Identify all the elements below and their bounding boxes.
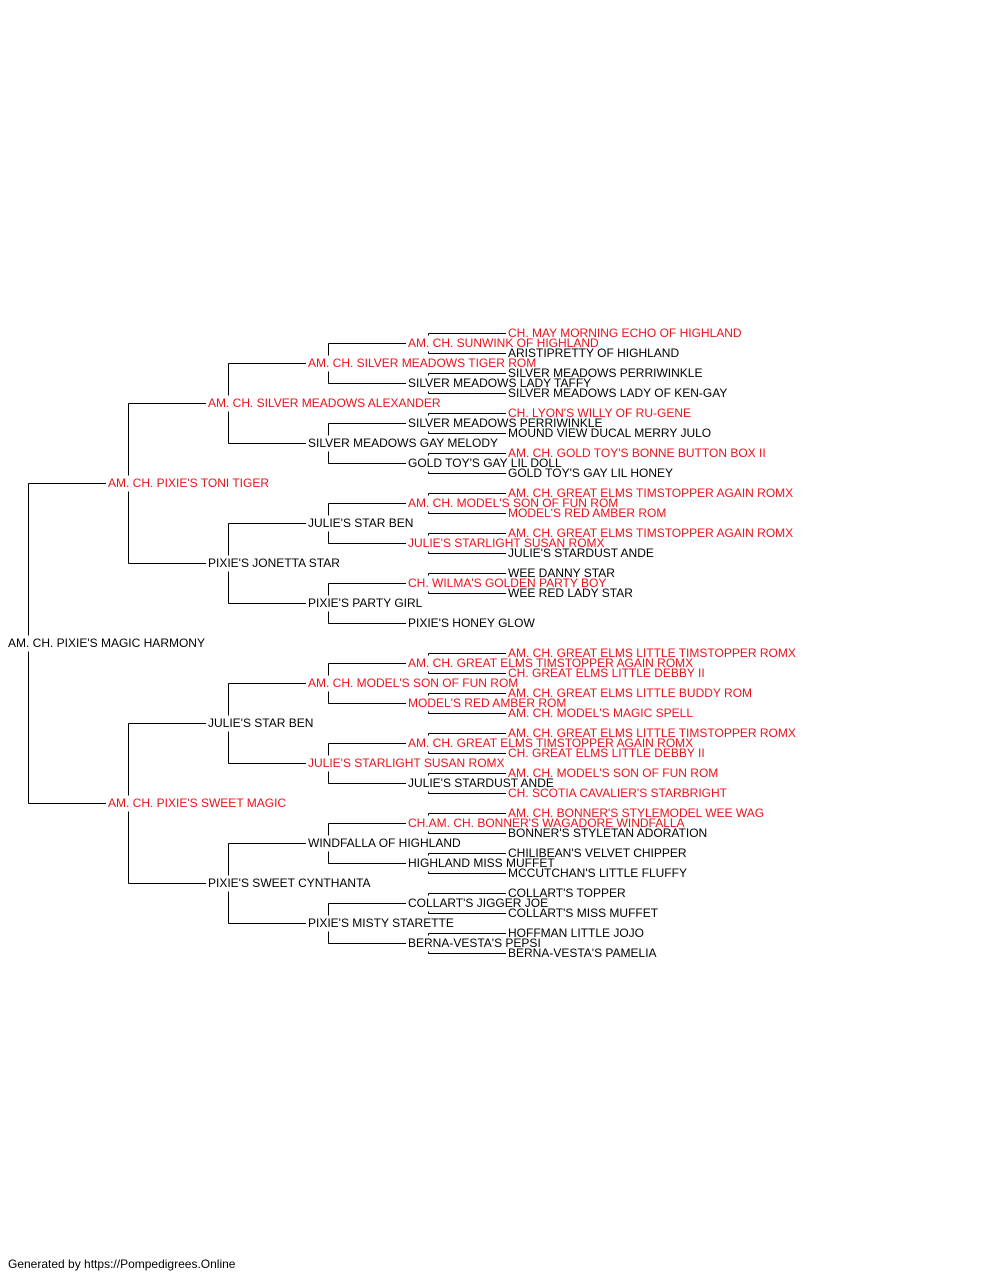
pedigree-name-subject-dam-dam-dam-sire: COLLART'S JIGGER JOE <box>408 896 549 910</box>
pedigree-name-subject-dam-dam-dam-sire-dam: COLLART'S MISS MUFFET <box>508 906 659 920</box>
pedigree-name-subject-dam-dam-sire-sire-dam: BONNER'S STYLETAN ADORATION <box>508 826 708 840</box>
pedigree-name-subject-sire-dam-sire-dam: JULIE'S STARLIGHT SUSAN ROMX <box>408 536 605 550</box>
pedigree-name-subject-dam-dam-sire: WINDFALLA OF HIGHLAND <box>308 836 461 850</box>
pedigree-name-subject-dam-sire-sire-dam: MODEL'S RED AMBER ROM <box>408 696 567 710</box>
pedigree-name-subject-sire-dam-dam-sire: CH. WILMA'S GOLDEN PARTY BOY <box>408 576 607 590</box>
pedigree-name-subject-dam-sire-dam-sire: AM. CH. GREAT ELMS TIMSTOPPER AGAIN ROMX <box>408 736 694 750</box>
pedigree-name-subject-sire-dam-dam-dam: PIXIE'S HONEY GLOW <box>408 616 535 630</box>
pedigree-name-subject-dam-dam-dam-dam: BERNA-VESTA'S PEPSI <box>408 936 541 950</box>
pedigree-name-subject-sire-sire-dam: SILVER MEADOWS GAY MELODY <box>308 436 499 450</box>
pedigree-name-subject-sire-dam-dam: PIXIE'S PARTY GIRL <box>308 596 423 610</box>
pedigree-name-subject-sire-sire-dam-dam-sire: AM. CH. GOLD TOY'S BONNE BUTTON BOX II <box>508 446 766 460</box>
pedigree-name-subject-sire-sire-sire-dam-dam: SILVER MEADOWS LADY OF KEN-GAY <box>508 386 728 400</box>
pedigree-name-subject-dam-dam-sire-dam-dam: MCCUTCHAN'S LITTLE FLUFFY <box>508 866 687 880</box>
pedigree-name-subject-sire: AM. CH. PIXIE'S TONI TIGER <box>108 476 269 490</box>
pedigree-name-subject-dam-sire-dam-sire-dam: CH. GREAT ELMS LITTLE DEBBY II <box>508 746 705 760</box>
pedigree-name-subject-sire-sire-dam-sire: SILVER MEADOWS PERRIWINKLE <box>408 416 603 430</box>
pedigree-name-subject-dam-sire-sire-sire-dam: CH. GREAT ELMS LITTLE DEBBY II <box>508 666 705 680</box>
pedigree-name-subject-sire-dam-sire-sire-dam: MODEL'S RED AMBER ROM <box>508 506 667 520</box>
pedigree-name-subject-dam-sire-sire-dam-dam: AM. CH. MODEL'S MAGIC SPELL <box>508 706 693 720</box>
pedigree-name-subject-sire-sire-sire-sire-sire: CH. MAY MORNING ECHO OF HIGHLAND <box>508 326 742 340</box>
pedigree-name-subject-dam-dam-dam-dam-dam: BERNA-VESTA'S PAMELIA <box>508 946 657 960</box>
pedigree-name-subject-sire-dam-sire-sire-sire: AM. CH. GREAT ELMS TIMSTOPPER AGAIN ROMX <box>508 486 794 500</box>
pedigree-name-subject-sire-sire-sire: AM. CH. SILVER MEADOWS TIGER ROM <box>308 356 537 370</box>
pedigree-name-subject-dam-sire: JULIE'S STAR BEN <box>208 716 314 730</box>
pedigree-name-subject-sire-sire-dam-sire-dam: MOUND VIEW DUCAL MERRY JULO <box>508 426 712 440</box>
pedigree-name-subject-dam-dam-dam-dam-sire: HOFFMAN LITTLE JOJO <box>508 926 645 940</box>
pedigree-name-subject-dam-dam-sire-dam: HIGHLAND MISS MUFFET <box>408 856 555 870</box>
pedigree-name-subject-dam-dam-sire-sire: CH.AM. CH. BONNER'S WAGADORE WINDFALLA <box>408 816 685 830</box>
pedigree-name-subject-dam-sire-sire-dam-sire: AM. CH. GREAT ELMS LITTLE BUDDY ROM <box>508 686 753 700</box>
pedigree-name-subject-dam-sire-sire-sire-sire: AM. CH. GREAT ELMS LITTLE TIMSTOPPER ROM… <box>508 646 796 660</box>
pedigree-name-subject-dam-sire-dam-dam-sire: AM. CH. MODEL'S SON OF FUN ROM <box>508 766 719 780</box>
pedigree-name-subject-sire-sire-sire-dam: SILVER MEADOWS LADY TAFFY <box>408 376 592 390</box>
pedigree-name-subject-sire-sire-dam-dam-dam: GOLD TOY'S GAY LIL HONEY <box>508 466 674 480</box>
pedigree-name-subject-dam-sire-sire-sire: AM. CH. GREAT ELMS TIMSTOPPER AGAIN ROMX <box>408 656 694 670</box>
pedigree-name-subject-sire-sire-sire-sire: AM. CH. SUNWINK OF HIGHLAND <box>408 336 599 350</box>
pedigree-name-subject: AM. CH. PIXIE'S MAGIC HARMONY <box>8 636 205 650</box>
pedigree-name-subject-sire-sire-sire-sire-dam: ARISTIPRETTY OF HIGHLAND <box>508 346 680 360</box>
pedigree-name-subject-sire-dam-sire-dam-dam: JULIE'S STARDUST ANDE <box>508 546 654 560</box>
pedigree-name-subject-sire-dam-dam-sire-dam: WEE RED LADY STAR <box>508 586 633 600</box>
footer-credit: Generated by https://Pompedigrees.Online <box>8 1257 236 1271</box>
pedigree-name-subject-sire-sire-sire-dam-sire: SILVER MEADOWS PERRIWINKLE <box>508 366 703 380</box>
pedigree-name-subject-dam-dam-sire-dam-sire: CHILIBEAN'S VELVET CHIPPER <box>508 846 687 860</box>
pedigree-name-subject-dam-sire-sire: AM. CH. MODEL'S SON OF FUN ROM <box>308 676 519 690</box>
pedigree-name-subject-sire-sire-dam-dam: GOLD TOY'S GAY LIL DOLL <box>408 456 562 470</box>
pedigree-name-subject-sire-dam-sire-sire: AM. CH. MODEL'S SON OF FUN ROM <box>408 496 619 510</box>
pedigree-name-subject-dam: AM. CH. PIXIE'S SWEET MAGIC <box>108 796 287 810</box>
pedigree-name-subject-dam-dam-dam: PIXIE'S MISTY STARETTE <box>308 916 454 930</box>
pedigree-name-subject-sire-sire-dam-sire-sire: CH. LYON'S WILLY OF RU-GENE <box>508 406 691 420</box>
pedigree-name-subject-dam-sire-dam-dam-dam: CH. SCOTIA CAVALIER'S STARBRIGHT <box>508 786 727 800</box>
pedigree-name-subject-sire-dam-dam-sire-sire: WEE DANNY STAR <box>508 566 615 580</box>
pedigree-name-subject-sire-dam: PIXIE'S JONETTA STAR <box>208 556 340 570</box>
pedigree-name-subject-dam-sire-dam-dam: JULIE'S STARDUST ANDE <box>408 776 554 790</box>
pedigree-name-subject-sire-sire: AM. CH. SILVER MEADOWS ALEXANDER <box>208 396 441 410</box>
pedigree-name-subject-dam-sire-dam-sire-sire: AM. CH. GREAT ELMS LITTLE TIMSTOPPER ROM… <box>508 726 796 740</box>
pedigree-name-subject-sire-dam-sire: JULIE'S STAR BEN <box>308 516 414 530</box>
pedigree-name-subject-dam-dam-sire-sire-sire: AM. CH. BONNER'S STYLEMODEL WEE WAG <box>508 806 765 820</box>
pedigree-name-subject-dam-dam-dam-sire-sire: COLLART'S TOPPER <box>508 886 626 900</box>
pedigree-name-subject-dam-dam: PIXIE'S SWEET CYNTHANTA <box>208 876 371 890</box>
pedigree-name-subject-sire-dam-sire-dam-sire: AM. CH. GREAT ELMS TIMSTOPPER AGAIN ROMX <box>508 526 794 540</box>
pedigree-name-subject-dam-sire-dam: JULIE'S STARLIGHT SUSAN ROMX <box>308 756 505 770</box>
